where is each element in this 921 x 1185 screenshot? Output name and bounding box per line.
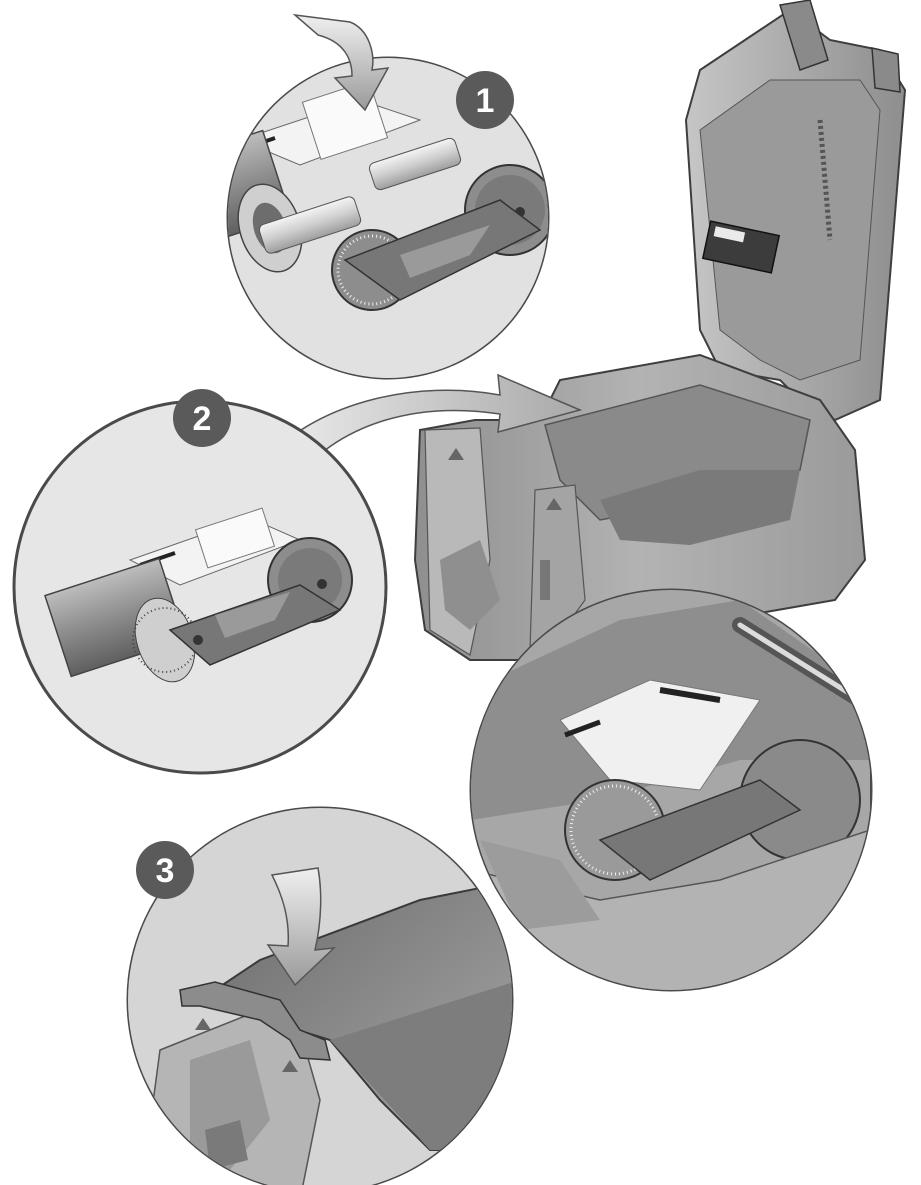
installed-ribbon-detail xyxy=(469,588,873,992)
step-2-detail: 2 xyxy=(12,389,388,775)
printer-open xyxy=(413,0,907,661)
step-1-detail: 1 xyxy=(226,13,550,380)
step-3-badge: 3 xyxy=(136,841,194,899)
press-arrow xyxy=(266,867,337,987)
step-1-number: 1 xyxy=(476,82,495,120)
printhead xyxy=(701,119,833,274)
insert-arrow xyxy=(263,373,583,487)
step-3-number: 3 xyxy=(156,852,175,890)
down-arrow xyxy=(292,13,390,112)
step-2-badge: 2 xyxy=(173,389,231,447)
step-1-badge: 1 xyxy=(456,71,514,129)
lid-latch xyxy=(779,0,829,71)
step-2-number: 2 xyxy=(193,400,212,438)
step-3-detail: 3 xyxy=(126,806,514,1185)
lid-latch xyxy=(179,981,331,1061)
